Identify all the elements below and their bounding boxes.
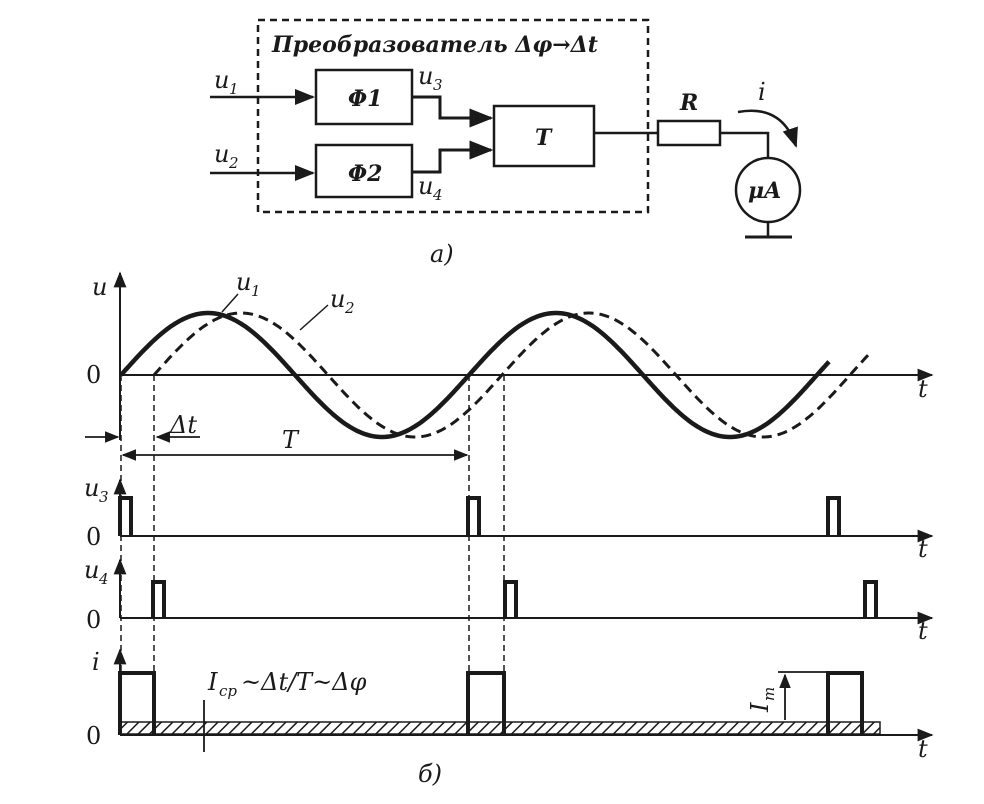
- u4-pulse-2: [503, 580, 518, 618]
- u4-zero-label: 0: [86, 606, 101, 634]
- u4-label: u: [418, 172, 433, 200]
- block-diagram: [210, 18, 802, 239]
- u2-leader: [299, 304, 329, 331]
- u1-curve-sub: 1: [251, 282, 261, 300]
- current-label: i: [758, 78, 766, 106]
- i-zero-label: 0: [86, 722, 101, 750]
- u2-curve-label: u: [330, 285, 345, 313]
- u4-axis-label: u: [84, 556, 99, 584]
- phi1-label: Φ1: [348, 86, 382, 112]
- input-u2-sub: 2: [228, 154, 239, 172]
- u3-connection: [412, 95, 494, 128]
- caption-a: а): [430, 240, 454, 268]
- u1-waveform: [119, 310, 831, 440]
- avg-formula-I: I: [207, 668, 218, 696]
- u-axis-label: u: [92, 273, 107, 301]
- u1-leader: [221, 293, 239, 313]
- period-label: T: [282, 426, 300, 454]
- im-label-sub: m: [760, 687, 778, 701]
- converter-title: Преобразователь Δφ→Δt: [271, 32, 598, 58]
- block-diagram-labels: Преобразователь Δφ→Δt Φ1 Φ2 T μA u 1 u 2…: [214, 32, 781, 268]
- u4-sub: 4: [432, 186, 443, 204]
- u3-axis-label: u: [84, 474, 99, 502]
- u2-curve-sub: 2: [344, 299, 355, 317]
- i-pulse-1: [118, 671, 156, 735]
- dimension-lines: [85, 431, 830, 752]
- resistor-label: R: [679, 90, 698, 116]
- timing-labels: u 0 t u 1 u 2 Δt T u 3 0 t u 4 0 t i 0 t…: [84, 268, 928, 788]
- pulse-trains: [118, 496, 878, 735]
- timing-axes: [113, 271, 934, 742]
- u3-zero-label: 0: [86, 523, 101, 551]
- u3-time-label: t: [918, 535, 928, 563]
- u4-time-label: t: [918, 617, 928, 645]
- caption-b: б): [418, 760, 442, 788]
- u4-pulse-3: [863, 580, 878, 618]
- u3-label: u: [418, 62, 433, 90]
- current-arrow: [737, 109, 798, 148]
- u3-sub: 3: [433, 76, 443, 94]
- im-label: I m: [746, 687, 778, 713]
- u-zero-label: 0: [86, 361, 101, 389]
- input-u2-label: u: [214, 140, 229, 168]
- u4-connection: [412, 140, 494, 174]
- u4-pulse-1: [151, 580, 166, 618]
- trigger-block: [492, 104, 596, 168]
- trigger-label: T: [535, 125, 553, 151]
- i-pulse-2: [466, 671, 506, 735]
- u4-axis-sub: 4: [98, 570, 109, 588]
- delta-t-label: Δt: [169, 411, 197, 439]
- converter-boundary: [256, 18, 650, 214]
- u3-axis-sub: 3: [99, 488, 109, 506]
- im-label-main: I: [746, 702, 774, 713]
- u3-pulse-1: [118, 496, 133, 536]
- input-u1-label: u: [214, 66, 229, 94]
- resistor-to-meter-line: [720, 131, 770, 158]
- i-pulse-3: [826, 671, 864, 735]
- u-time-label: t: [918, 375, 928, 403]
- u2-waveform: [152, 311, 870, 439]
- meter-label: μA: [748, 178, 781, 204]
- avg-formula-rest: ~Δt/T~Δφ: [241, 668, 367, 696]
- average-current-band: [119, 721, 881, 735]
- i-axis-label: i: [92, 648, 100, 676]
- u3-pulse-3: [826, 496, 841, 536]
- resistor: [656, 119, 722, 147]
- u1-curve-label: u: [236, 268, 251, 296]
- avg-formula-sub: ср: [219, 682, 237, 700]
- phi2-label: Φ2: [348, 161, 382, 187]
- u3-pulse-2: [466, 496, 481, 536]
- i-time-label: t: [918, 735, 928, 763]
- input-u1-sub: 1: [229, 80, 239, 98]
